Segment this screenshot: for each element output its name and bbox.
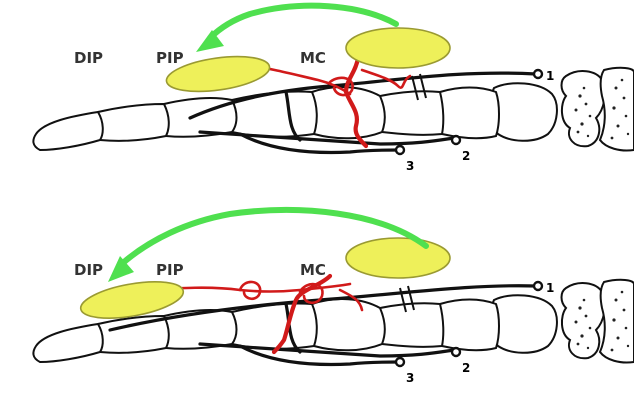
vessel-trunk: [343, 55, 369, 149]
vessel-trunk: [271, 273, 333, 355]
cut-mark: [399, 285, 415, 313]
nerve-2-label: 2: [462, 149, 470, 163]
vessel-branch: [360, 68, 412, 89]
vessel-branch: [338, 288, 364, 312]
vessel-loop: [238, 280, 262, 301]
bottom-panel: DIP PIP MC 1 2 3: [32, 206, 634, 385]
nerve-2-label: 2: [462, 361, 470, 375]
mc-label: MC: [300, 49, 326, 67]
transfer-arrow-head: [108, 256, 134, 282]
nerve-1-end: [532, 280, 544, 292]
donor-flap: [345, 237, 451, 279]
pip-label: PIP: [156, 49, 184, 67]
recipient-flap: [79, 281, 185, 319]
transfer-arrow: [207, 2, 399, 41]
nerve-3-end: [394, 356, 406, 368]
vessel-loop: [298, 282, 324, 305]
nerve-3-end: [394, 144, 406, 156]
nerve-2-end: [450, 346, 462, 358]
nerve-2-end: [450, 134, 462, 146]
nerve-1-line: [188, 71, 538, 120]
nerve-3-label: 3: [406, 159, 414, 173]
donor-flap: [345, 27, 451, 69]
recipient-flap: [165, 55, 271, 93]
nerve-branch: [284, 90, 302, 142]
vessel-line: [148, 282, 352, 293]
nerve-1-end: [532, 68, 544, 80]
cut-mark: [411, 73, 427, 101]
nerve-3-label: 3: [406, 371, 414, 385]
nerve-3-line: [238, 344, 400, 367]
transfer-arrow-head: [196, 30, 224, 52]
vessel-loop: [328, 76, 354, 97]
mc-label: MC: [300, 261, 326, 279]
pip-label: PIP: [156, 261, 184, 279]
transfer-arrow: [121, 206, 429, 265]
dip-label: DIP: [74, 261, 103, 279]
nerve-1-label: 1: [546, 281, 554, 295]
nerve-branch: [284, 302, 302, 354]
nerve-3-line: [238, 132, 400, 155]
nerve-1-label: 1: [546, 69, 554, 83]
top-panel: DIP PIP MC 1 2 3: [32, 2, 634, 173]
dip-label: DIP: [74, 49, 103, 67]
